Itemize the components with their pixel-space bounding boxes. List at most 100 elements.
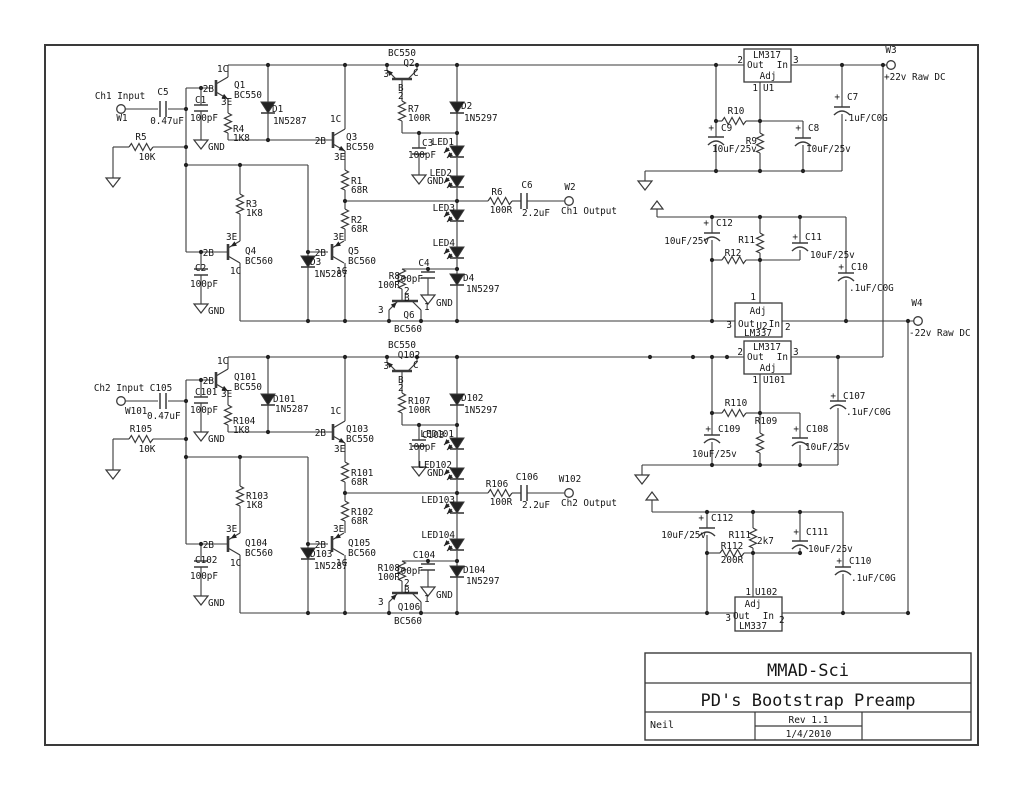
label: 2.2uF <box>522 208 550 219</box>
label: BC550 <box>234 382 262 393</box>
label: 2B <box>315 136 327 147</box>
junction-dot <box>342 354 348 360</box>
label: 2B <box>315 540 327 551</box>
pnp-transistor-symbol <box>227 547 241 556</box>
label: D3 <box>310 257 321 268</box>
label: + <box>830 391 836 402</box>
label: R2 <box>351 215 362 226</box>
label: 100R <box>408 113 431 124</box>
label: GND <box>436 298 453 309</box>
label: 100R <box>378 572 401 583</box>
label: C105 <box>150 383 172 394</box>
junction-dot <box>416 422 422 428</box>
resistor-symbol <box>487 488 513 498</box>
label: In <box>777 352 788 363</box>
label: Q101 <box>234 372 256 383</box>
label: D1 <box>272 104 283 115</box>
label: Q102 <box>398 350 420 361</box>
led-symbol <box>444 438 451 445</box>
junction-dot <box>237 162 243 168</box>
label: 3E <box>226 232 237 243</box>
label: 1N5287 <box>273 116 307 127</box>
diode-symbol <box>449 273 465 286</box>
label: C104 <box>413 550 436 561</box>
label: C8 <box>808 123 819 134</box>
label: 2 <box>779 615 785 626</box>
label: U2 <box>756 321 767 332</box>
label: LED103 <box>421 495 455 506</box>
junction-dot <box>905 318 911 324</box>
label: B <box>404 293 410 304</box>
resistor-symbol <box>340 208 350 230</box>
resistor-symbol <box>719 548 745 558</box>
junction-dot <box>757 168 763 174</box>
resistor-symbol <box>721 408 747 418</box>
pnp-transistor-symbol <box>411 592 422 603</box>
diode-symbol <box>260 393 276 406</box>
label: 1N5287 <box>314 561 348 572</box>
resistor-symbol <box>223 112 233 134</box>
label: LED3 <box>433 203 455 214</box>
junction-dot <box>418 610 424 616</box>
label: C <box>413 68 419 79</box>
label: R6 <box>491 187 502 198</box>
net-arrow-icon <box>644 491 660 501</box>
resistor-symbol <box>755 232 765 254</box>
label: R12 <box>725 248 742 259</box>
label: R112 <box>721 541 743 552</box>
resistor-symbol <box>721 255 747 265</box>
label: + <box>793 527 799 538</box>
label: 1C <box>330 406 341 417</box>
label: C9 <box>721 123 732 134</box>
junction-dot <box>305 610 311 616</box>
junction-dot <box>840 610 846 616</box>
junction-dot <box>757 462 763 468</box>
label: 100R <box>490 205 513 216</box>
label: 1N5297 <box>466 576 500 587</box>
label: 1K8 <box>233 425 250 436</box>
label: LM337 <box>739 621 767 632</box>
label: R106 <box>486 479 508 490</box>
label: U102 <box>755 587 777 598</box>
label: 3 <box>726 320 732 331</box>
resistor-symbol <box>397 392 407 414</box>
label: 100R <box>408 405 431 416</box>
label: C107 <box>843 391 865 402</box>
label: 1C <box>217 356 228 367</box>
polar-capacitor-symbol <box>833 110 851 116</box>
revision: Rev 1.1 <box>788 715 828 726</box>
junction-dot <box>183 398 189 404</box>
label: 1 <box>745 587 751 598</box>
label: GND <box>427 468 444 479</box>
polar-capacitor-symbol <box>794 141 812 147</box>
junction-dot <box>797 509 803 515</box>
label: W101 <box>125 406 147 417</box>
junction-dot <box>414 62 420 68</box>
diode-symbol <box>449 393 465 406</box>
npn-transistor-symbol <box>332 420 346 429</box>
junction-dot <box>237 454 243 460</box>
label: 10K <box>139 444 156 455</box>
label: 10uF/25v <box>805 442 850 453</box>
label: 2 <box>404 286 410 297</box>
label: D2 <box>461 101 472 112</box>
npn-transistor-symbol <box>332 128 346 137</box>
label: BC550 <box>388 48 416 59</box>
label: 0.47uF <box>147 411 181 422</box>
label: 3 <box>378 597 384 608</box>
label: BC550 <box>234 90 262 101</box>
label: 3 <box>378 305 384 316</box>
label: LED101 <box>420 429 454 440</box>
label: Q106 <box>398 602 420 613</box>
resistor-symbol <box>748 527 758 549</box>
label: 68R <box>351 185 368 196</box>
label: 3E <box>226 524 237 535</box>
label: 1K8 <box>246 500 263 511</box>
ground-icon <box>419 294 437 305</box>
npn-transistor-symbol <box>338 145 345 151</box>
junction-dot <box>709 214 715 220</box>
resistor-symbol <box>755 132 765 154</box>
label: +22v Raw DC <box>884 72 946 83</box>
label: 2B <box>203 540 215 551</box>
